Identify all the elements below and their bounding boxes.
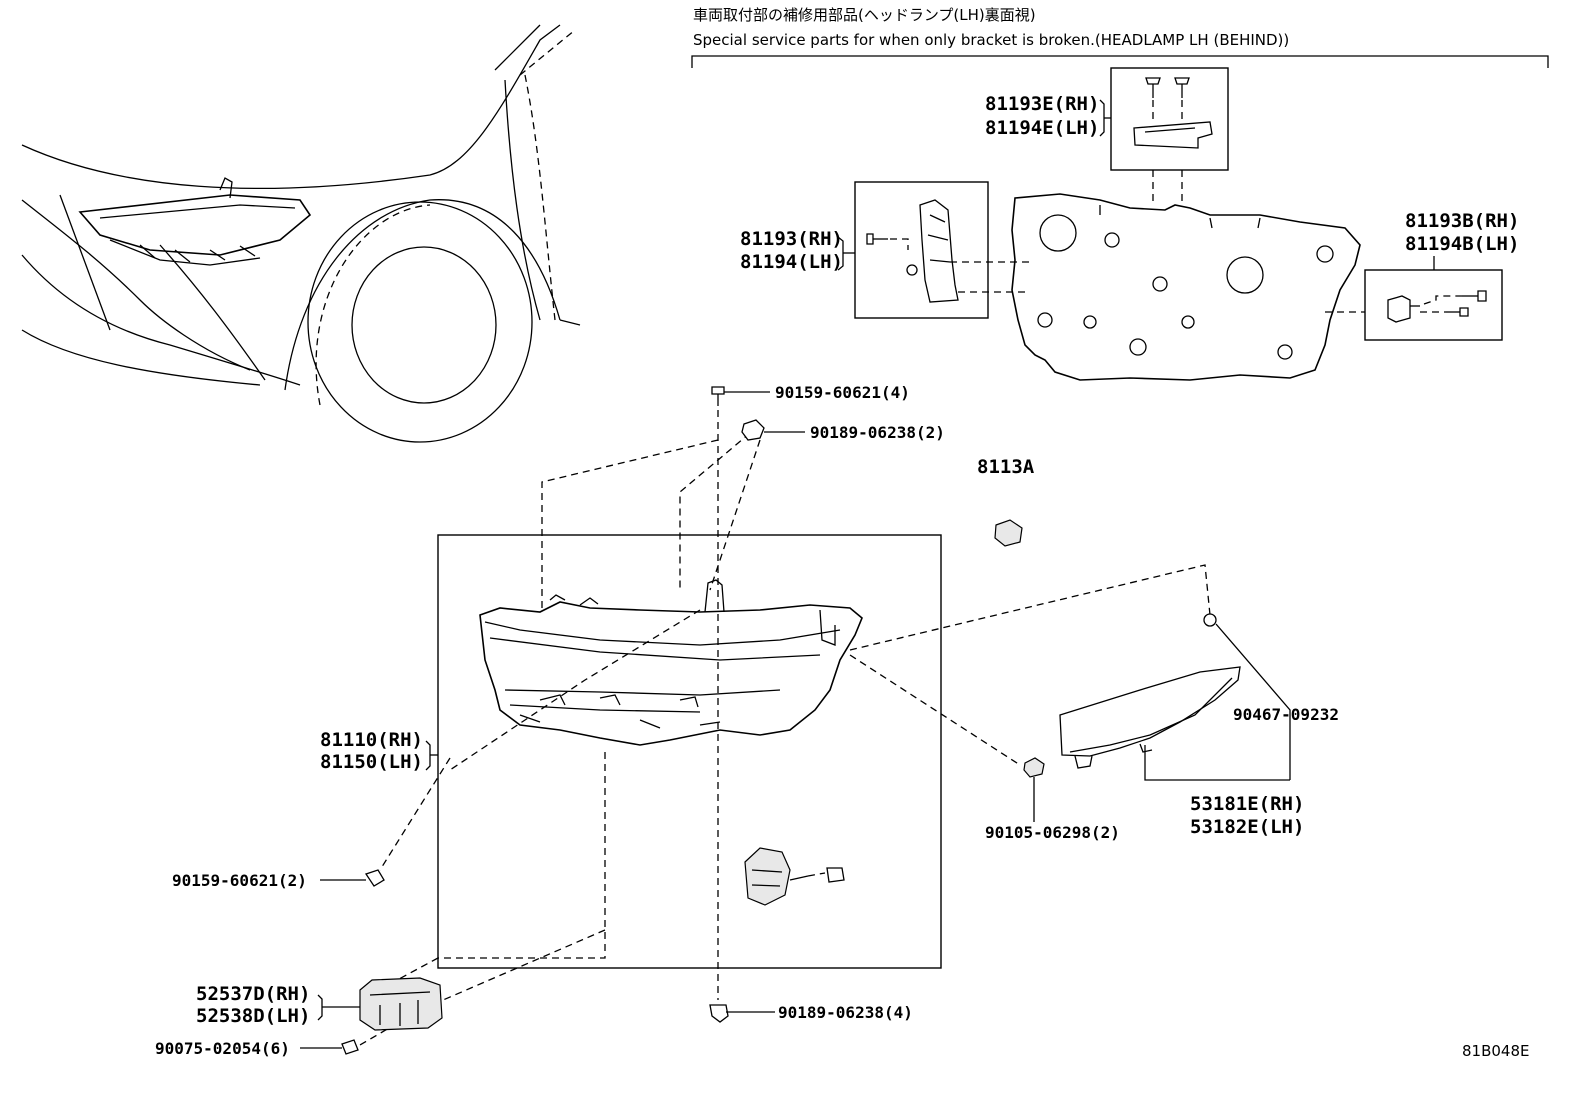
label-81150: 81150(LH) bbox=[320, 751, 423, 773]
label-clip-90189-4: 90189-06238(4) bbox=[778, 1003, 913, 1022]
nut-90105-icon bbox=[1023, 757, 1045, 778]
headlamp-assembly-box bbox=[437, 534, 942, 969]
diagram-id: 81B048E bbox=[1462, 1042, 1530, 1060]
bolt-90159-top-icon bbox=[711, 386, 770, 406]
fasteners: 90159-60621(4) 90189-06238(2) 8113A 9046… bbox=[155, 383, 1339, 1058]
bracket-52537d-group: 52537D(RH) 52538D(LH) bbox=[196, 977, 443, 1031]
garnish-53181e-group: 53181E(RH) 53182E(LH) bbox=[1059, 666, 1304, 838]
label-53182e: 53182E(LH) bbox=[1190, 816, 1304, 838]
bracket-81193e-box bbox=[1110, 67, 1229, 171]
garnish-53181e bbox=[1059, 666, 1241, 757]
label-nut-90105: 90105-06298(2) bbox=[985, 823, 1120, 842]
label-81194e: 81194E(LH) bbox=[985, 117, 1099, 139]
header-title-en: Special service parts for when only brac… bbox=[693, 31, 1289, 49]
label-81193b: 81193B(RH) bbox=[1405, 210, 1519, 232]
headlamp-assembly-group: 81110(RH) 81150(LH) bbox=[320, 534, 942, 969]
label-81193: 81193(RH) bbox=[740, 228, 843, 250]
header-bracket-line bbox=[691, 55, 1549, 68]
label-screw-90075: 90075-02054(6) bbox=[155, 1039, 290, 1058]
label-81110: 81110(RH) bbox=[320, 729, 423, 751]
vehicle-front-sketch bbox=[21, 24, 581, 443]
bracket-81193-group: 81193(RH) 81194(LH) bbox=[740, 181, 1030, 319]
bracket-52537d bbox=[359, 977, 443, 1031]
bolt-90159-left-icon bbox=[364, 869, 385, 887]
bracket-81193b-box bbox=[1364, 269, 1503, 341]
label-8113a: 8113A bbox=[977, 456, 1035, 478]
label-clip-90467: 90467-09232 bbox=[1233, 705, 1339, 724]
label-81194: 81194(LH) bbox=[740, 251, 843, 273]
label-81193e: 81193E(RH) bbox=[985, 93, 1099, 115]
screw-90075-icon bbox=[341, 1039, 359, 1055]
bracket-81193b-group: 81193B(RH) 81194B(LH) bbox=[1364, 210, 1519, 341]
bracket-81193e-group: 81193E(RH) 81194E(LH) bbox=[985, 67, 1229, 205]
bracket-81193-box bbox=[854, 181, 989, 319]
label-bolt-90159-2: 90159-60621(2) bbox=[172, 871, 307, 890]
clip-90467-icon bbox=[1203, 613, 1217, 627]
header-block: 車両取付部の補修用部品(ヘッドランプ(LH)裏面視) Special servi… bbox=[691, 6, 1549, 68]
label-bolt-90159-4: 90159-60621(4) bbox=[775, 383, 910, 402]
label-52538d: 52538D(LH) bbox=[196, 1005, 310, 1027]
clip-90189-top-icon bbox=[741, 419, 805, 441]
headlamp-back-view bbox=[1011, 193, 1365, 381]
nut-8113a-icon bbox=[994, 519, 1023, 547]
label-52537d: 52537D(RH) bbox=[196, 983, 310, 1005]
leveling-motor bbox=[744, 847, 791, 906]
label-53181e: 53181E(RH) bbox=[1190, 793, 1304, 815]
header-title-jp: 車両取付部の補修用部品(ヘッドランプ(LH)裏面視) bbox=[693, 6, 1036, 24]
clip-90189-bottom-icon bbox=[709, 1004, 729, 1023]
assembly-lines bbox=[359, 410, 1211, 1046]
headlamp-unit bbox=[479, 601, 863, 746]
label-clip-90189-2: 90189-06238(2) bbox=[810, 423, 945, 442]
label-81194b: 81194B(LH) bbox=[1405, 233, 1519, 255]
